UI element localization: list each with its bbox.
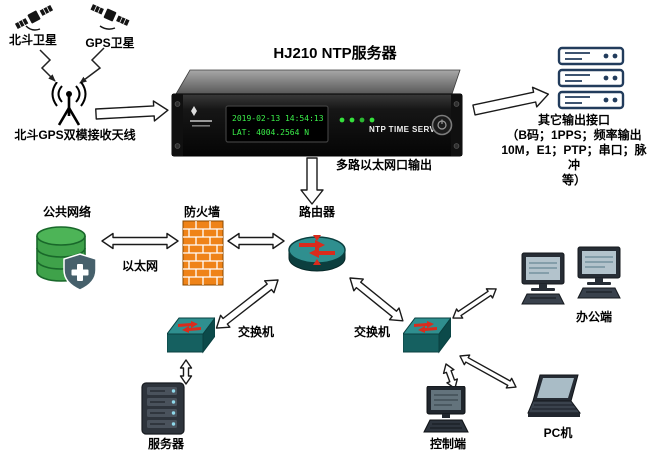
diagram-title: HJ210 NTP服务器 <box>273 45 397 62</box>
device-panel-label: NTP TIME SERVER <box>369 125 447 134</box>
device-top-face <box>175 69 461 95</box>
control-terminal-label: 控制端 <box>429 437 466 451</box>
firewall-label: 防火墙 <box>183 205 220 219</box>
ntp-server-device: 2019-02-13 14:54:13 LAT: 4004.2564 N NTP… <box>170 68 464 162</box>
arrow-antenna-to-server <box>95 100 169 122</box>
beidou-satellite-label: 北斗卫星 <box>8 33 57 47</box>
arrow-switch-right-office <box>452 288 497 319</box>
public-network-icon <box>34 224 98 292</box>
arrow-firewall-router <box>227 232 285 250</box>
arrow-router-switch-left <box>215 279 279 329</box>
switch-left-icon <box>167 316 215 362</box>
beidou-satellite-icon <box>12 2 56 32</box>
brand-logo <box>190 106 212 127</box>
arrow-server-to-router <box>300 157 324 205</box>
firewall-icon <box>182 220 224 286</box>
arrow-switch-right-pc <box>459 354 517 389</box>
office-computer-2-icon <box>574 246 624 302</box>
arrow-server-to-outputs <box>472 86 550 116</box>
office-terminal-label: 办公端 <box>575 310 612 324</box>
router-label: 路由器 <box>298 205 335 219</box>
pc-laptop-icon <box>526 374 588 424</box>
control-terminal-icon <box>422 386 470 438</box>
lcd-display <box>225 105 329 143</box>
pc-label: PC机 <box>543 426 573 440</box>
signal-line-beidou <box>39 49 56 82</box>
lcd-line2: LAT: 4004.2564 N <box>232 128 309 137</box>
arrow-publicnet-firewall <box>101 232 179 250</box>
server-label: 服务器 <box>147 437 184 451</box>
switch-right-icon <box>403 316 451 362</box>
gps-satellite-label: GPS卫星 <box>85 36 135 50</box>
switch-left-label: 交换机 <box>237 325 274 339</box>
output-interfaces-label: 其它输出接口 （B码；1PPS；频率输出 10M，E1；PTP；串口；脉冲 等） <box>501 113 647 187</box>
antenna-icon <box>46 82 92 126</box>
multi-ethernet-label: 多路以太网口输出 <box>336 158 433 172</box>
arrow-router-switch-right <box>349 277 404 322</box>
server-rack-icon <box>139 382 187 436</box>
status-leds <box>339 117 375 123</box>
arrow-switch-left-server <box>179 359 193 385</box>
switch-right-label: 交换机 <box>353 325 390 339</box>
antenna-label: 北斗GPS双模接收天线 <box>14 128 136 142</box>
signal-line-gps <box>79 47 105 84</box>
output-interfaces-icon <box>556 46 626 110</box>
power-button-icon <box>431 114 453 136</box>
public-network-label: 公共网络 <box>42 205 91 219</box>
lcd-line1: 2019-02-13 14:54:13 <box>232 114 324 123</box>
ethernet-label: 以太网 <box>121 259 158 273</box>
router-icon <box>287 226 347 278</box>
office-computer-1-icon <box>518 252 568 308</box>
gps-satellite-icon <box>88 0 132 30</box>
